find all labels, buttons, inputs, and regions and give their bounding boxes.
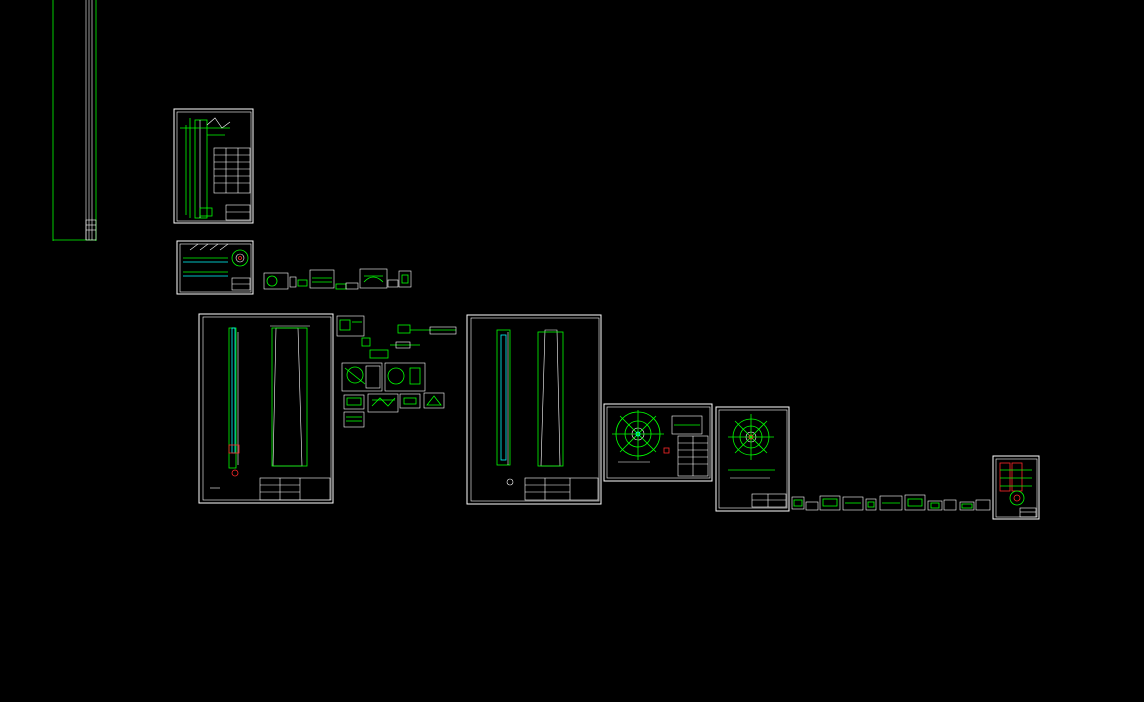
sheet-tall-strip[interactable] [52, 0, 97, 241]
details-cluster[interactable] [336, 315, 457, 428]
details-row-1[interactable] [263, 268, 412, 290]
sheet-g[interactable] [992, 455, 1040, 520]
sheet-e[interactable] [603, 403, 713, 482]
sheet-d[interactable] [466, 314, 602, 505]
sheet-f[interactable] [715, 406, 790, 512]
sheet-a[interactable] [173, 108, 254, 224]
details-row-2[interactable] [791, 494, 991, 511]
sheet-c[interactable] [198, 313, 334, 504]
sheet-b[interactable] [176, 240, 254, 295]
